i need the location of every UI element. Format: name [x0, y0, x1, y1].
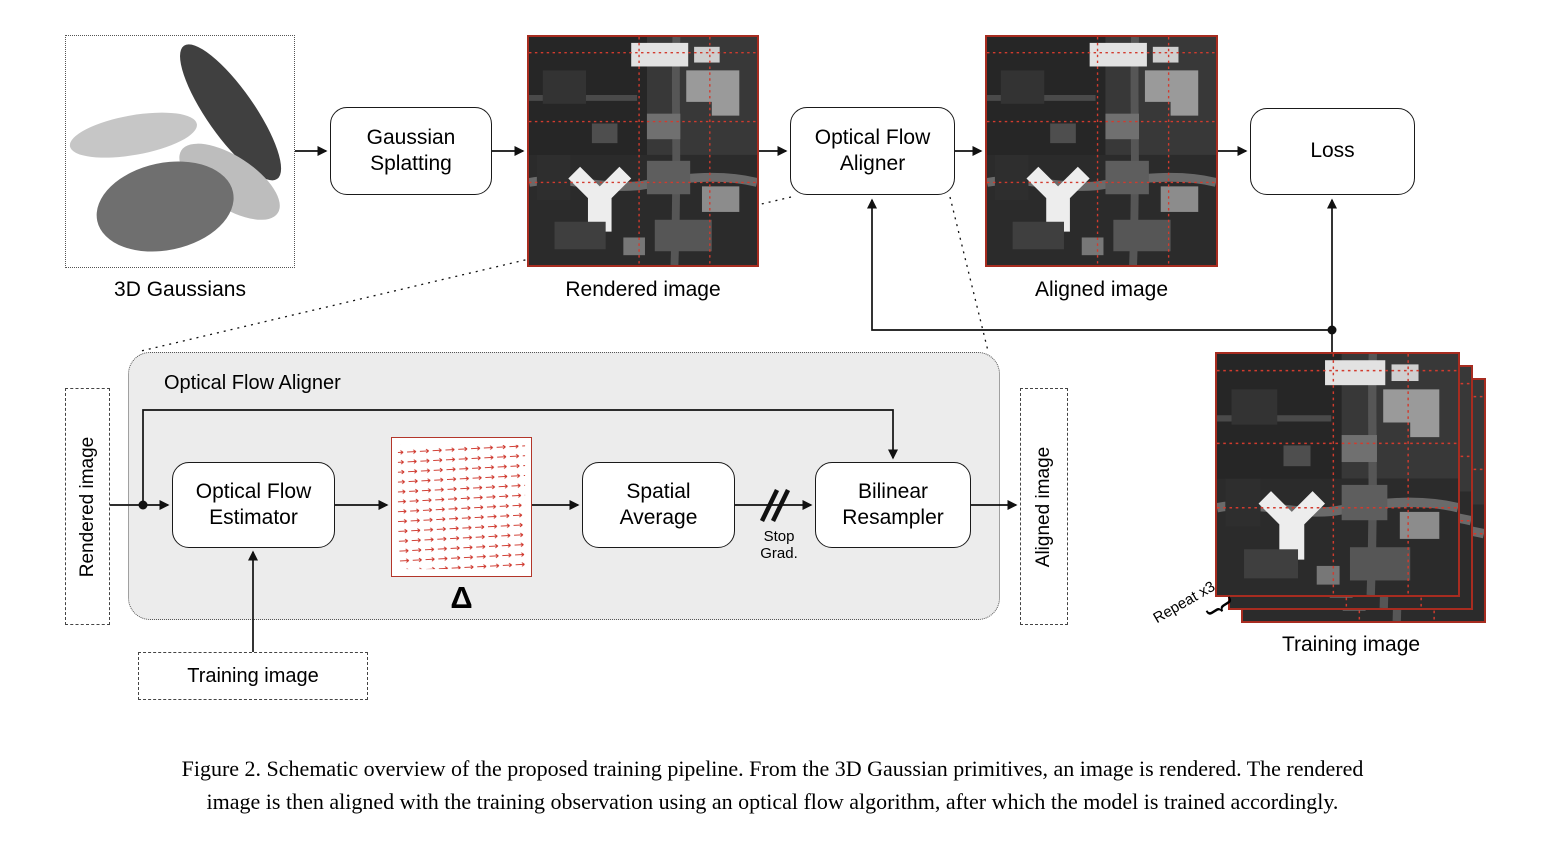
aligned-output-label: Aligned image: [1033, 446, 1054, 567]
caption-line-1: Figure 2. Schematic overview of the prop…: [181, 756, 1364, 781]
training-image-label: Training image: [1281, 633, 1421, 656]
bilinear-resampler-node: Bilinear Resampler: [815, 462, 971, 548]
caption-line-2: image is then aligned with the training …: [206, 789, 1339, 814]
training-input-box: Training image: [138, 652, 368, 700]
flow-field-icon: [397, 444, 526, 570]
training-image-stack: [1215, 352, 1487, 624]
training-image-1: [1215, 352, 1460, 597]
stop-grad-line2: Grad.: [760, 545, 798, 562]
aligned-image-label: Aligned image: [1034, 278, 1169, 301]
optical-flow-estimator-node: Optical Flow Estimator: [172, 462, 335, 548]
flow-field-box: [391, 437, 532, 577]
rendered-input-label: Rendered image: [76, 436, 98, 577]
spatial-average-node: Spatial Average: [582, 462, 735, 548]
figure-caption: Figure 2. Schematic overview of the prop…: [0, 752, 1545, 818]
gaussians-box: [65, 35, 295, 268]
stop-grad-label: Stop Grad.: [748, 528, 810, 562]
rendered-image: [527, 35, 759, 267]
rendered-input-box: Rendered image: [65, 388, 110, 625]
rendered-image-label: Rendered image: [565, 278, 721, 301]
loss-node: Loss: [1250, 108, 1415, 195]
aligned-image: [985, 35, 1218, 267]
delta-symbol: Δ: [450, 580, 473, 615]
gaussians-label: 3D Gaussians: [114, 278, 246, 301]
optical-flow-aligner-node: Optical Flow Aligner: [790, 107, 955, 195]
stop-grad-line1: Stop: [763, 528, 795, 545]
aligner-panel-title: Optical Flow Aligner: [164, 372, 341, 394]
aligned-output-box: Aligned image: [1020, 388, 1068, 625]
gaussian-ellipses-icon: [69, 44, 282, 252]
gaussian-splatting-node: Gaussian Splatting: [330, 107, 492, 195]
